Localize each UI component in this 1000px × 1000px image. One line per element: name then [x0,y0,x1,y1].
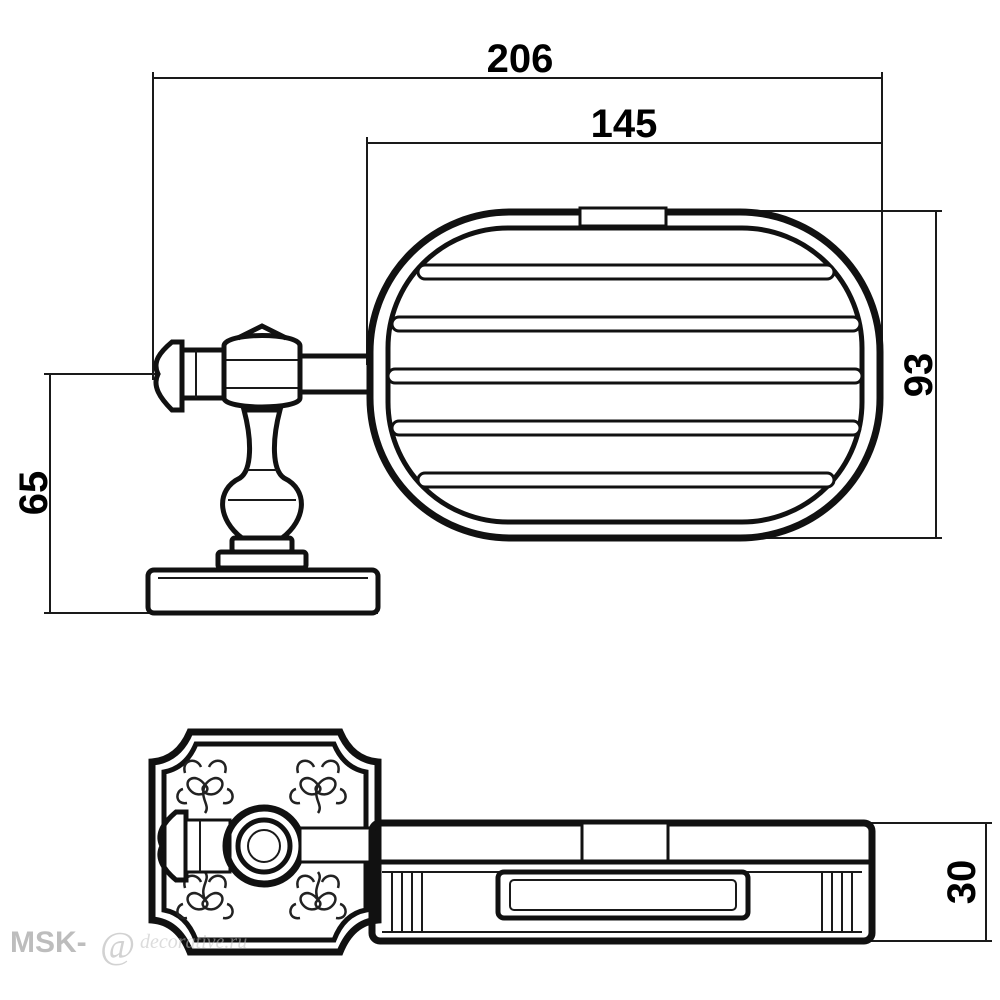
floral-ornament-top-right [289,759,347,814]
soap-basket-top [366,206,884,542]
hinge-head [221,323,303,410]
dimension-label-30: 30 [940,860,984,905]
dimension-thickness: 30 [870,822,992,942]
end-knob [153,339,227,413]
watermark-suffix: decorative.ru [140,931,247,953]
front-hinge-ring [222,804,306,888]
dimension-label-93: 93 [897,353,941,398]
soap-basket-front [368,819,876,945]
watermark-prefix: MSK- [10,926,87,959]
dimension-basket-width: 145 [366,102,882,365]
watermark-mark: @ [100,925,135,967]
floral-ornament-bottom-left [176,871,234,920]
dimension-label-206: 206 [487,37,554,81]
front-arm-rod [298,826,374,864]
floral-ornament-top-left [176,759,234,814]
decorative-wall-plate [148,728,382,956]
support-post [215,407,309,571]
wall-base-plate [145,567,381,616]
dimension-basket-depth: 93 [760,210,942,539]
dimension-overall-width: 206 [152,37,883,380]
watermark: MSK- @ decorative.ru [10,925,247,967]
dimension-label-65: 65 [12,471,56,516]
floral-ornament-bottom-right [289,871,347,920]
front-end-knob [157,809,232,883]
arm-rod [297,353,373,395]
dimension-label-145: 145 [591,102,658,146]
